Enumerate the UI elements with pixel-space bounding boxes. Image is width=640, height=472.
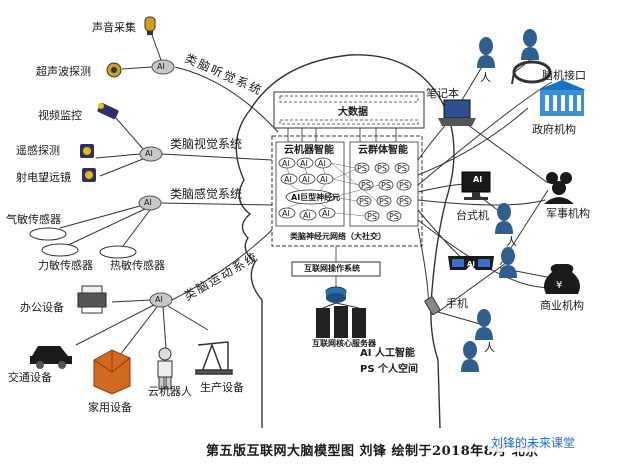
ps-node-label: PS	[389, 212, 399, 221]
watermark: 刘锋的未来课堂	[488, 433, 579, 452]
laptop-icon	[438, 99, 476, 126]
label-business: 商业机构	[540, 299, 584, 312]
phone-icon	[424, 296, 441, 316]
ps-node-label: PS	[397, 164, 407, 173]
core-server-icon	[316, 286, 366, 338]
label-sound-collect: 声音采集	[92, 21, 136, 34]
label-sensory-system: 类脑感觉系统	[170, 187, 243, 201]
ps-node-label: PS	[381, 181, 391, 190]
label-gas-sensor: 气敏传感器	[6, 213, 61, 226]
label-neural-network: 类脑神经元网络（大社交）	[290, 232, 386, 241]
label-bci: 脑机接口	[542, 69, 586, 82]
ai-node-label: AI	[302, 175, 310, 184]
label-cloud-group: 云群体智能	[358, 145, 408, 156]
ps-node-label: PS	[399, 181, 409, 190]
person-icon-2	[521, 29, 539, 60]
ai-node-label: AI	[282, 159, 290, 168]
legend: AI 人工智能 PS 个人空间	[360, 346, 418, 378]
person-icon-3	[495, 203, 513, 234]
bci-icon	[511, 60, 552, 85]
cctv-icon	[97, 102, 119, 120]
head-outline	[235, 54, 455, 429]
hub-motor-label: AI	[155, 295, 163, 304]
vr-label: AI	[467, 260, 476, 268]
big-data-box	[273, 91, 425, 129]
label-remote-sensing: 遥感探测	[16, 144, 60, 157]
label-ai-neuron: AI巨型神经元	[291, 193, 341, 202]
ps-nodes	[354, 162, 412, 222]
label-office-equipment: 办公设备	[20, 301, 64, 314]
government-icon	[538, 80, 586, 116]
ai-node-label: AI	[322, 209, 330, 218]
label-transport-equipment: 交通设备	[8, 371, 52, 384]
label-person-3: 人	[506, 235, 517, 248]
ai-node-label: AI	[318, 159, 326, 168]
appliance-icon	[93, 349, 131, 395]
label-military: 军事机构	[546, 207, 590, 220]
robot-icon	[157, 347, 173, 390]
ps-node-label: PS	[379, 197, 389, 206]
microphone-icon	[144, 16, 156, 35]
label-radio-telescope: 射电望远镜	[16, 171, 71, 184]
label-person-1: 人	[480, 71, 491, 84]
person-icon-1	[477, 37, 495, 68]
label-phone: 手机	[446, 297, 468, 310]
money-bag-icon: ¥	[544, 264, 580, 294]
ps-node-label: PS	[357, 164, 367, 173]
label-video-monitor: 视频监控	[38, 109, 82, 122]
ps-node-label: PS	[361, 181, 371, 190]
ai-node-label: AI	[284, 175, 292, 184]
military-icon	[544, 172, 574, 204]
label-os: 互联网操作系统	[304, 264, 360, 273]
remote-sensing-icon	[80, 144, 94, 158]
ps-node-label: PS	[359, 197, 369, 206]
label-notebook: 笔记本	[426, 87, 459, 100]
cloud-group-box	[349, 141, 419, 227]
diagram-caption: 第五版互联网大脑模型图 刘锋 绘制于2018年8月 北京	[206, 444, 539, 459]
ultrasonic-icon	[106, 62, 122, 78]
hub-auditory-label: AI	[157, 62, 165, 71]
sensor-disks	[29, 227, 137, 259]
person-icon-5	[475, 309, 493, 340]
label-government: 政府机构	[532, 123, 576, 136]
label-cloud-machine: 云机器智能	[284, 145, 334, 156]
hub-visual-label: AI	[145, 149, 153, 158]
ps-node-label: PS	[399, 197, 409, 206]
person-icon-6	[461, 341, 479, 372]
desktop-screen-label: AI	[473, 175, 483, 184]
vr-glasses-icon	[448, 256, 494, 270]
cloud-machine-box	[275, 141, 345, 227]
ai-node-label: AI	[300, 159, 308, 168]
label-core-server: 互联网核心服务器	[312, 339, 376, 348]
ps-node-label: PS	[367, 212, 377, 221]
legend-ps: PS 个人空间	[360, 364, 419, 375]
telescope-icon	[82, 168, 96, 182]
car-icon	[30, 346, 72, 369]
label-home-equipment: 家用设备	[88, 401, 132, 414]
oil-pump-icon	[195, 341, 233, 375]
ai-node-label: AI	[320, 175, 328, 184]
printer-icon	[77, 285, 107, 314]
label-force-sensor: 力敏传感器	[38, 259, 93, 272]
label-cloud-robot: 云机器人	[148, 385, 192, 398]
label-person-5: 人	[484, 341, 495, 354]
legend-ai: AI 人工智能	[360, 348, 415, 359]
ai-node-label: AI	[303, 211, 311, 220]
desktop-icon	[461, 171, 491, 200]
label-production-equipment: 生产设备	[200, 381, 244, 394]
label-visual-system: 类脑视觉系统	[170, 137, 243, 151]
svg-text:¥: ¥	[556, 280, 562, 291]
ps-node-label: PS	[377, 164, 387, 173]
label-desktop: 台式机	[456, 209, 489, 222]
label-ultrasonic: 超声波探测	[36, 65, 91, 78]
ai-node-label: AI	[282, 209, 290, 218]
label-big-data: 大数据	[338, 107, 368, 118]
label-heat-sensor: 热敏传感器	[110, 259, 165, 272]
hub-sensory-label: AI	[144, 198, 152, 207]
